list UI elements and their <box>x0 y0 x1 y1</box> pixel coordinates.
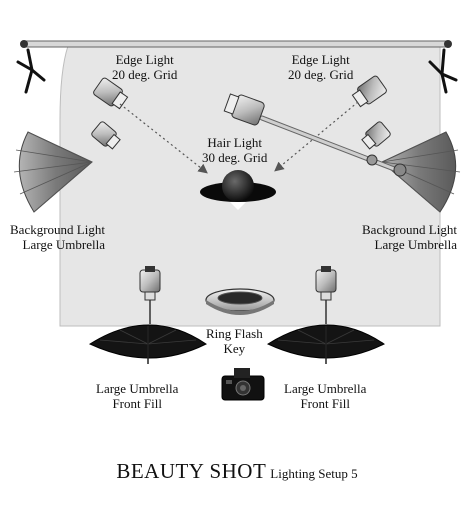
ring-flash <box>205 288 275 315</box>
edge-light-left-line1: Edge Light <box>115 52 174 67</box>
edge-light-right-line2: 20 deg. Grid <box>288 67 354 82</box>
ring-flash-label: Ring Flash Key <box>206 326 263 356</box>
background-light-right-label: Background Light Large Umbrella <box>362 222 457 252</box>
fill-right-line1: Large Umbrella <box>284 381 367 396</box>
background-light-left-line2: Large Umbrella <box>22 237 105 252</box>
fill-light-left-head <box>139 266 161 324</box>
edge-light-right-head <box>351 75 387 108</box>
camera-icon <box>221 368 265 401</box>
hair-light-head <box>223 93 265 126</box>
edge-light-right-line1: Edge Light <box>291 52 350 67</box>
fill-umbrella-left <box>88 324 207 364</box>
background-light-left-line1: Background Light <box>10 222 105 237</box>
fill-right-line2: Front Fill <box>300 396 350 411</box>
background-light-right-line2: Large Umbrella <box>374 237 457 252</box>
hair-light-line2: 30 deg. Grid <box>202 150 268 165</box>
fill-right-label: Large Umbrella Front Fill <box>284 381 366 411</box>
hair-light-line1: Hair Light <box>207 135 262 150</box>
fill-left-label: Large Umbrella Front Fill <box>96 381 178 411</box>
backdrop-pole <box>20 40 452 48</box>
edge-light-left-line2: 20 deg. Grid <box>112 67 178 82</box>
title-main: BEAUTY SHOT <box>116 459 267 483</box>
fill-umbrella-right <box>266 324 385 364</box>
hair-light-boom <box>259 115 407 177</box>
ring-flash-line1: Ring Flash <box>206 326 263 341</box>
fill-light-right-head <box>315 266 337 324</box>
stand-left <box>16 48 46 94</box>
background-light-left-label: Background Light Large Umbrella <box>10 222 105 252</box>
background-light-right-line1: Background Light <box>362 222 457 237</box>
fill-left-line2: Front Fill <box>112 396 162 411</box>
subject <box>200 170 276 210</box>
edge-light-right-label: Edge Light 20 deg. Grid <box>288 52 353 82</box>
edge-light-left-head <box>93 77 129 110</box>
background-umbrella-left <box>13 131 93 213</box>
edge-light-left-beam <box>119 103 208 174</box>
ring-flash-line2: Key <box>223 341 246 356</box>
fill-left-line1: Large Umbrella <box>96 381 179 396</box>
stand-right <box>428 48 458 94</box>
diagram-title: BEAUTY SHOT Lighting Setup 5 <box>0 459 474 484</box>
title-sub: Lighting Setup 5 <box>270 466 358 481</box>
background-light-right-head <box>361 121 391 150</box>
hair-light-label: Hair Light 30 deg. Grid <box>202 135 267 165</box>
background-light-left-head <box>91 121 121 150</box>
edge-light-left-label: Edge Light 20 deg. Grid <box>112 52 177 82</box>
